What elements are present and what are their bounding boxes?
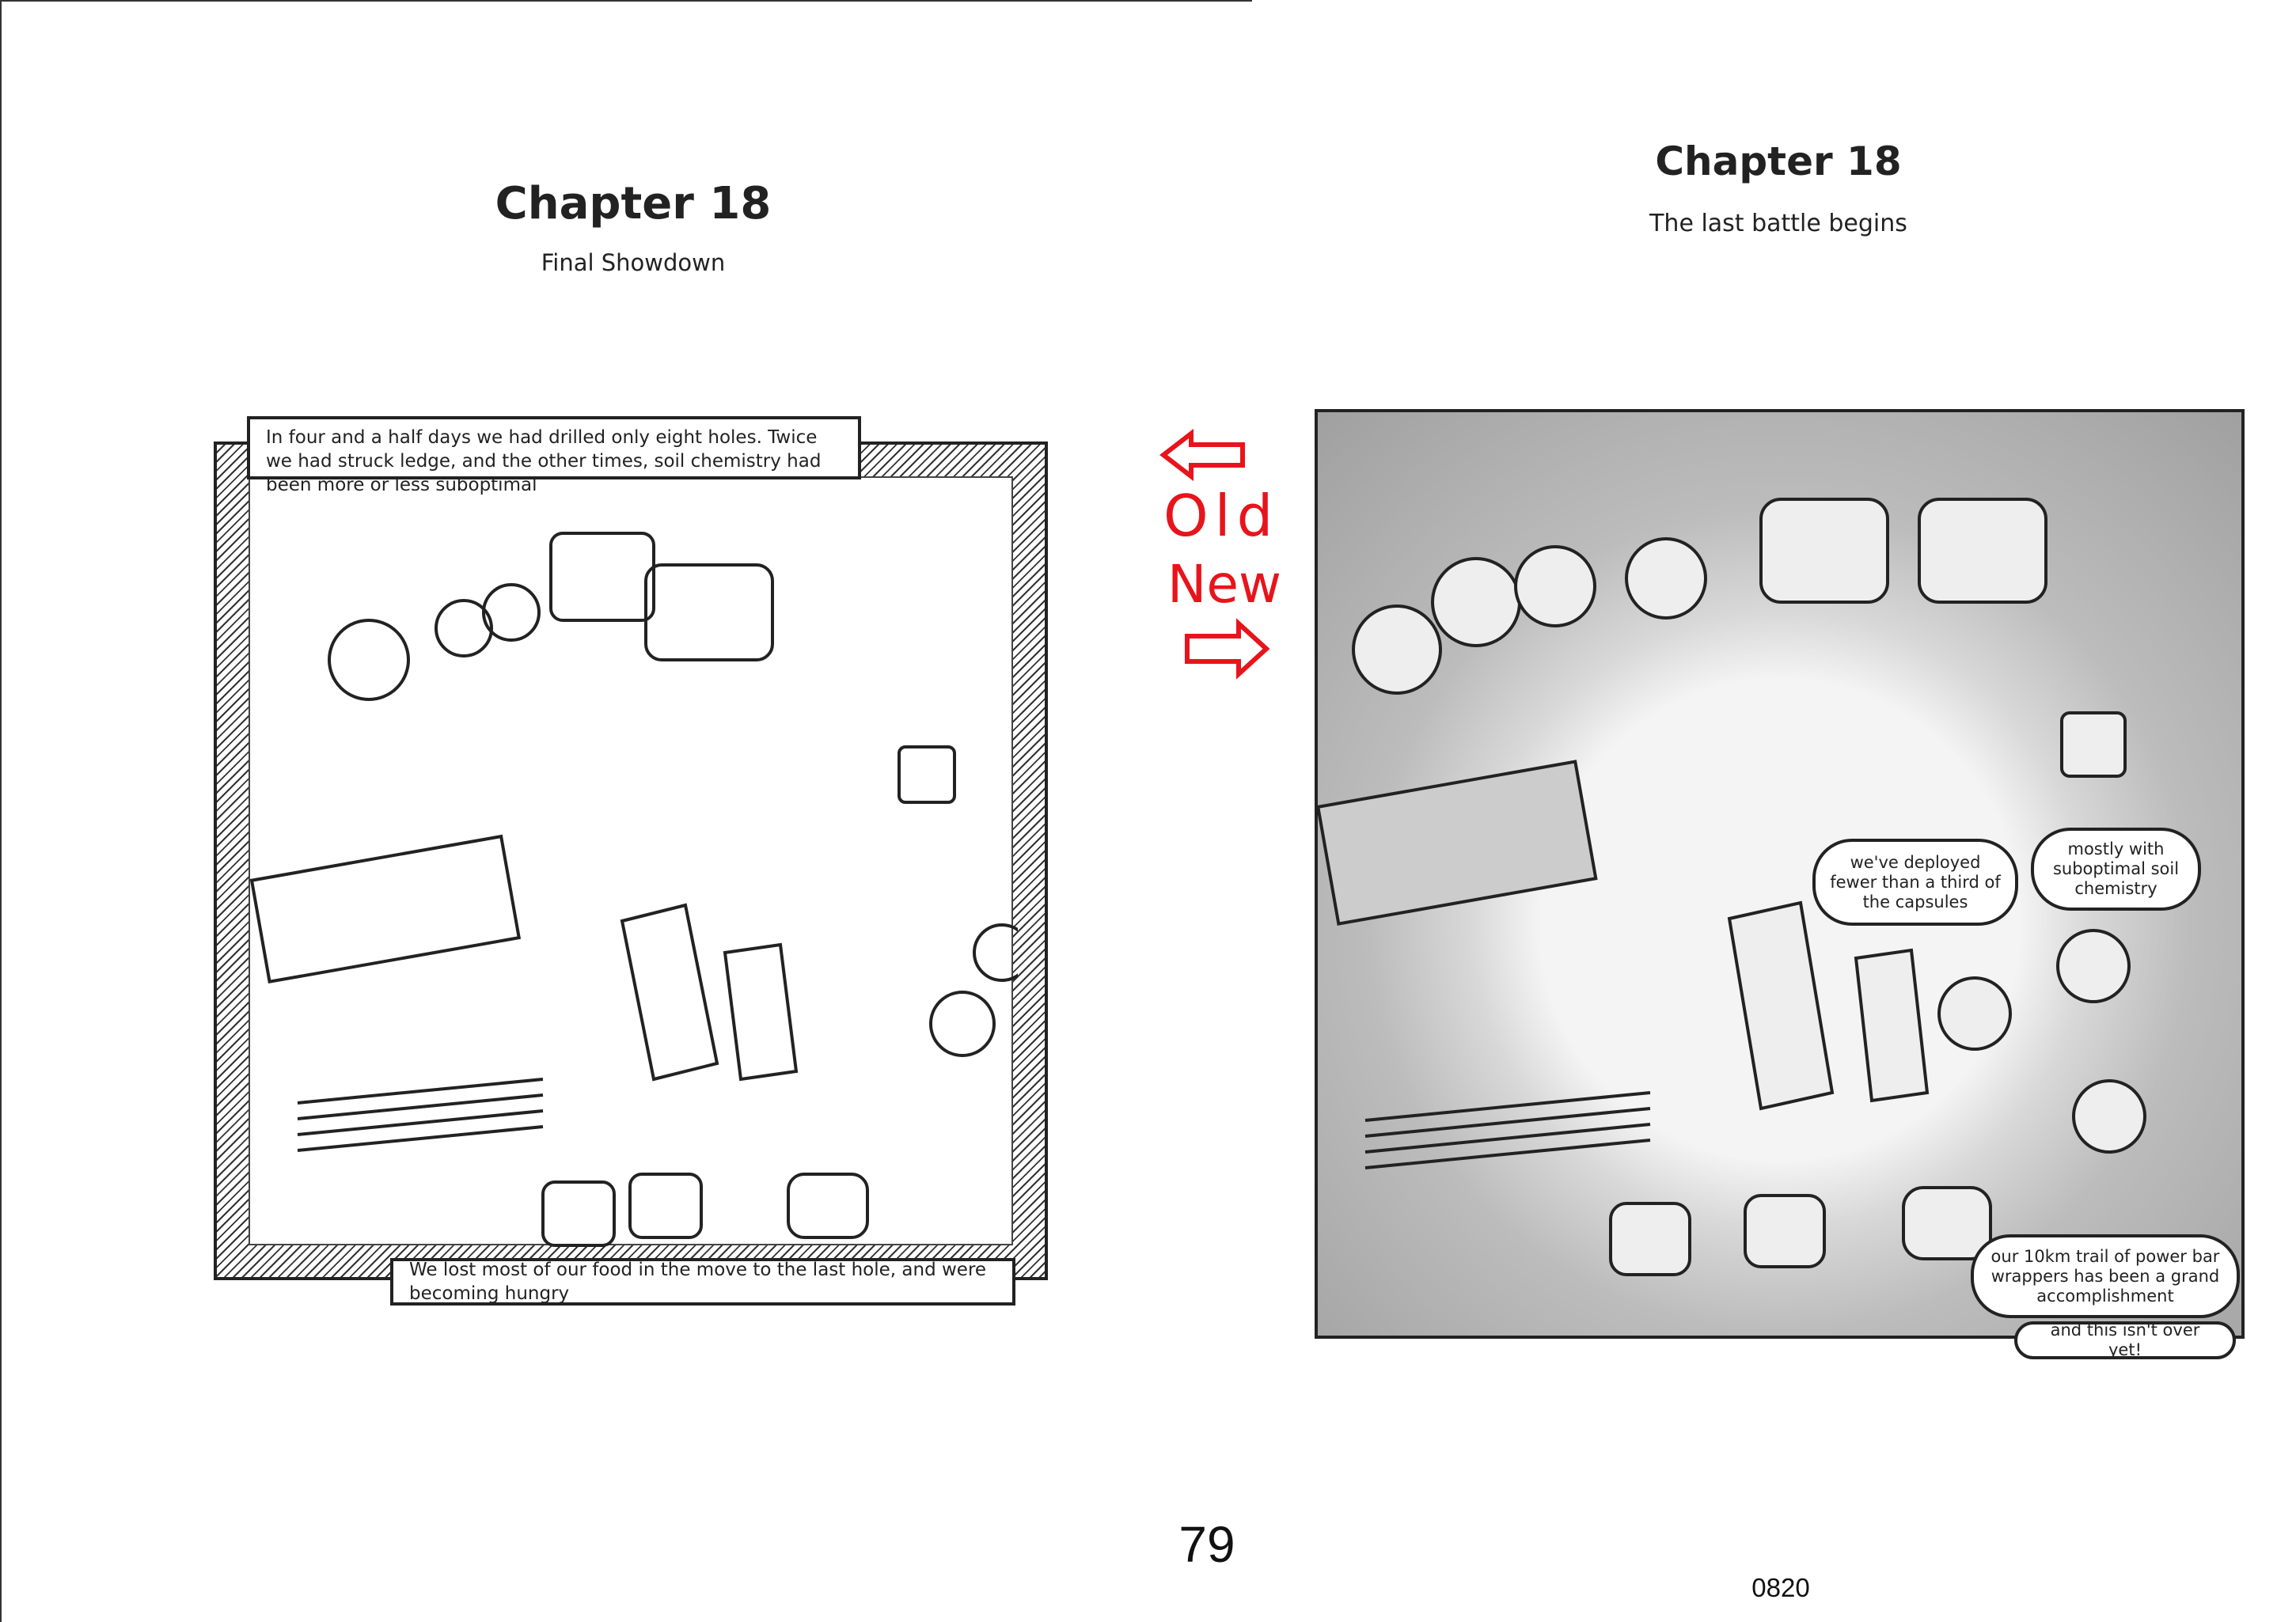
old-caption-top: In four and a half days we had drilled o… (247, 416, 861, 495)
new-label: New (1167, 554, 1281, 615)
speech-bubble-capsules: we've deployed fewer than a third of the… (1812, 839, 2018, 926)
old-comic-panel (214, 442, 1048, 1280)
arrow-right-icon (1185, 618, 1270, 680)
new-page-number: 0820 (1751, 1573, 1810, 1602)
drill-pipes-new (1364, 1091, 1651, 1169)
page-left-border (0, 0, 2, 1622)
old-caption-bottom: We lost most of our food in the move to … (390, 1258, 1015, 1306)
old-panel-illustration (249, 476, 1018, 1247)
new-chapter-subtitle: The last battle begins (1649, 210, 1907, 237)
speech-bubble-not-over: and this isn't over yet! (2014, 1321, 2236, 1359)
new-comic-panel (1315, 409, 2245, 1339)
new-panel-drawing (1318, 498, 2146, 1276)
arrow-left-icon (1159, 428, 1245, 482)
page-top-border (0, 0, 1252, 2)
old-page-number: 79 (1178, 1516, 1235, 1573)
old-chapter-subtitle: Final Showdown (541, 249, 726, 276)
speech-bubble-wrappers: our 10km trail of power bar wrappers has… (1971, 1234, 2240, 1318)
speech-bubble-soil: mostly with suboptimal soil chemistry (2031, 828, 2201, 911)
old-chapter-title: Chapter 18 (495, 178, 772, 229)
old-label: Old (1163, 483, 1280, 549)
new-chapter-title: Chapter 18 (1655, 138, 1902, 184)
old-panel-drawing (250, 532, 1018, 1247)
drill-pipes (297, 1078, 544, 1152)
